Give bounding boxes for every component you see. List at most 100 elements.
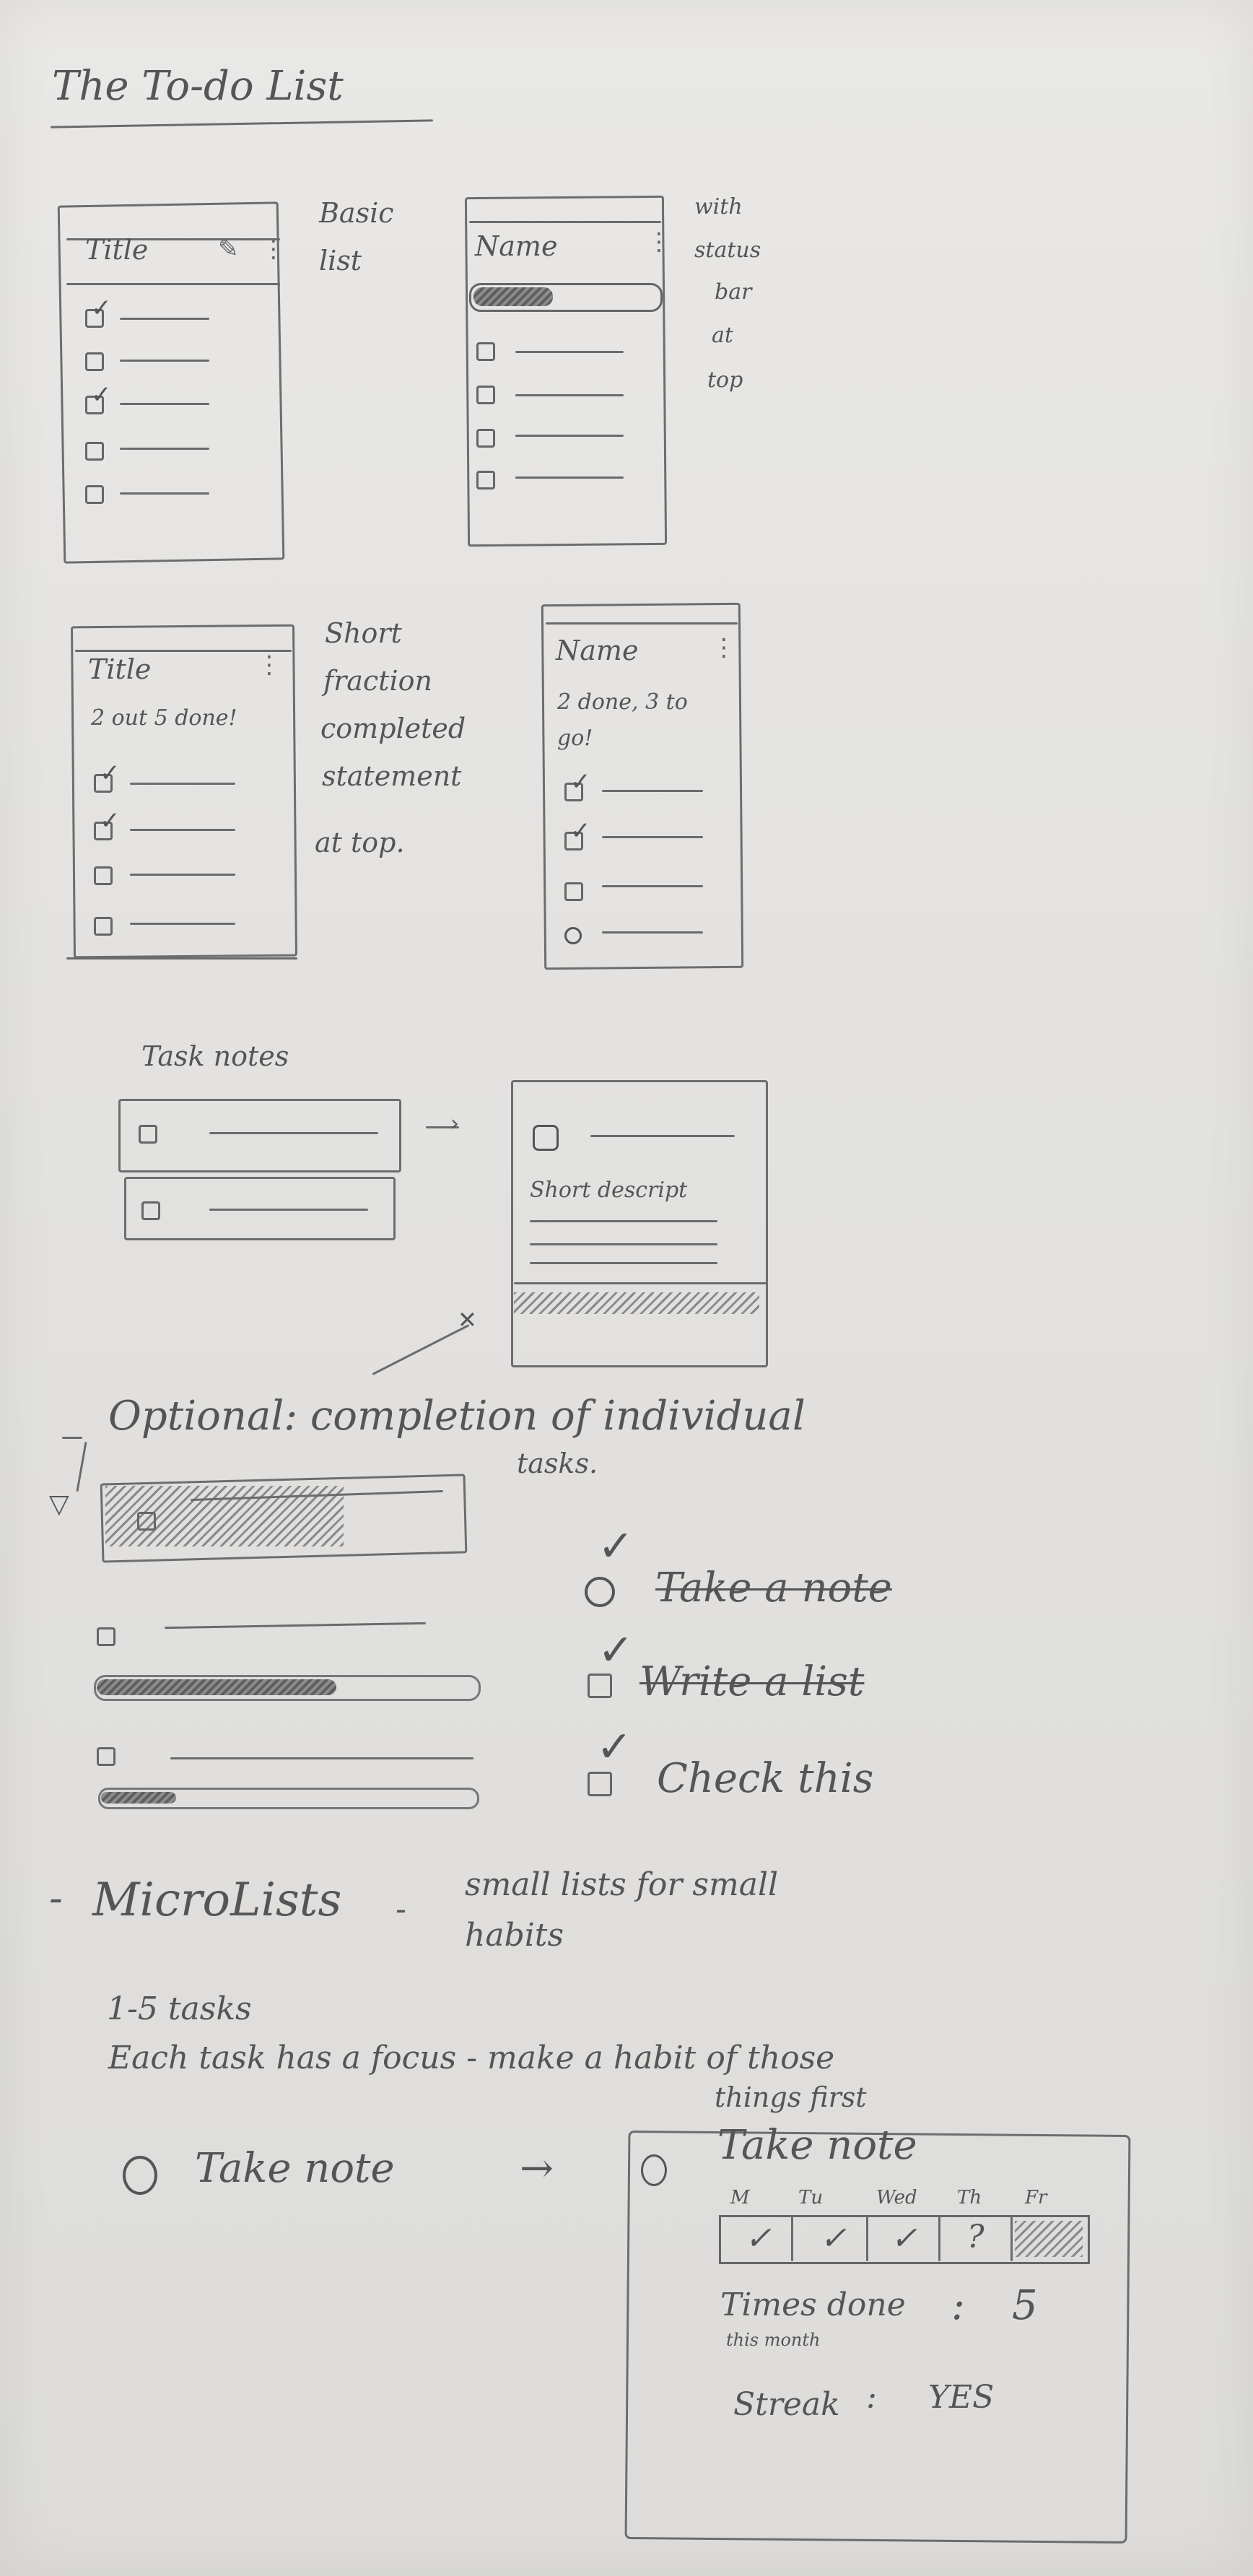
kebab-menu-icon: ⋮ [712,633,736,662]
progress-fill [97,1679,336,1695]
caption-line: with [694,194,743,219]
check-mark-icon: ✓ [598,1521,634,1572]
checkbox-checked [94,822,113,840]
task-line [515,435,624,437]
task-line [120,492,209,495]
check-mark-icon: ✓ [91,294,112,323]
shaded-strip [514,1292,759,1314]
task-line [602,885,703,887]
frame-top-line [66,238,280,240]
kebab-menu-icon: ⋮ [261,235,286,264]
section-heading-continued: tasks. [517,1448,598,1479]
checkbox [94,866,113,885]
down-arrow-icon: ▽ [49,1489,69,1519]
check-mark-icon: ✓ [598,1625,634,1676]
weekday-label: Fr [1025,2187,1047,2209]
list-title: Title [85,234,149,266]
list-title: Title [88,653,152,685]
checkbox [137,1512,156,1531]
task-line [120,360,209,362]
arrow-head-icon: ✕ [458,1306,477,1333]
caption-line: bar [715,279,752,305]
page-title: The To-do List [52,63,344,110]
square-checkbox [588,1674,612,1698]
weekday-label: Tu [798,2187,824,2209]
task-line [130,923,235,925]
section-description-cont: habits [465,1917,564,1954]
down-arrow-shaft [76,1441,87,1492]
task-line [590,1135,735,1137]
checkbox [139,1125,157,1144]
checkbox [94,917,113,936]
focus-note-cont: things first [715,2081,867,2113]
tracker-grid [719,2215,1090,2264]
arrow-right-icon: › [450,1111,459,1136]
check-mark-icon: ✓ [570,767,591,796]
task-line [515,477,624,479]
checkbox [533,1125,559,1151]
task-line [130,783,235,785]
weekday-tracker: M Tu Wed Th Fr ✓ ✓ ✓ ? [719,2187,1090,2264]
task-line [165,1622,426,1629]
task-line [120,403,209,405]
task-label: Take note [195,2145,395,2192]
checkbox [476,471,495,489]
check-mark-icon: ✓ [570,817,591,845]
list-title: Name [475,230,558,262]
checkbox-checked [85,396,104,414]
progress-bar [94,1675,481,1701]
progress-fill [101,1792,176,1803]
checkbox [85,442,104,461]
caption-line: top [707,367,743,393]
header-divider [66,283,280,285]
caption-line: statement [322,760,462,792]
times-done-value: 5 [1012,2282,1038,2329]
completed-example: Take a note [655,1565,892,1611]
streak-label: Streak [733,2386,840,2423]
square-checkbox [588,1772,612,1796]
caption-line: at [712,323,733,348]
arrow-right-icon: → [520,2145,554,2192]
streak-value: YES [928,2379,995,2416]
caption-line: Basic [319,197,394,229]
section-heading: Optional: completion of individual [108,1393,806,1440]
times-done-colon: : [951,2282,965,2329]
weekday-label: M [730,2187,750,2209]
description-line [530,1220,717,1222]
description-line [530,1243,717,1245]
list-title: Name [556,635,639,666]
day-shaded-today [1015,2221,1083,2257]
description-line [530,1262,717,1264]
caption-line: fraction [323,665,432,697]
task-line [602,790,703,792]
task-count-note: 1-5 tasks [107,1990,252,2027]
checked-example: Check this [657,1755,874,1802]
check-mark-icon: ✓ [100,759,121,788]
check-mark-icon: ✓ [100,806,121,835]
task-line [130,874,235,876]
radio-circle [123,2156,157,2195]
frame-top-line [75,650,292,652]
task-line [170,1757,473,1759]
frame-top-line [469,221,661,223]
task-line [515,351,624,353]
grid-divider [866,2216,868,2261]
section-heading: Task notes [141,1040,289,1072]
status-statement: 2 out 5 done! [91,705,237,731]
checkbox [97,1747,115,1766]
checkbox-checked [85,309,104,328]
bullet-dash [62,1437,82,1439]
checkbox-checked [564,832,583,850]
task-line [120,448,209,450]
heading-dash: - [396,1891,406,1928]
task-line [209,1132,378,1134]
checkbox [85,352,104,371]
task-line [602,931,703,934]
status-statement: 2 done, 3 to [557,689,688,715]
progress-fill [473,287,553,306]
checkbox-checked [564,783,583,801]
caption-line: at top. [315,827,405,858]
radio-circle [641,2154,667,2186]
day-mark-check: ✓ [891,2220,917,2257]
